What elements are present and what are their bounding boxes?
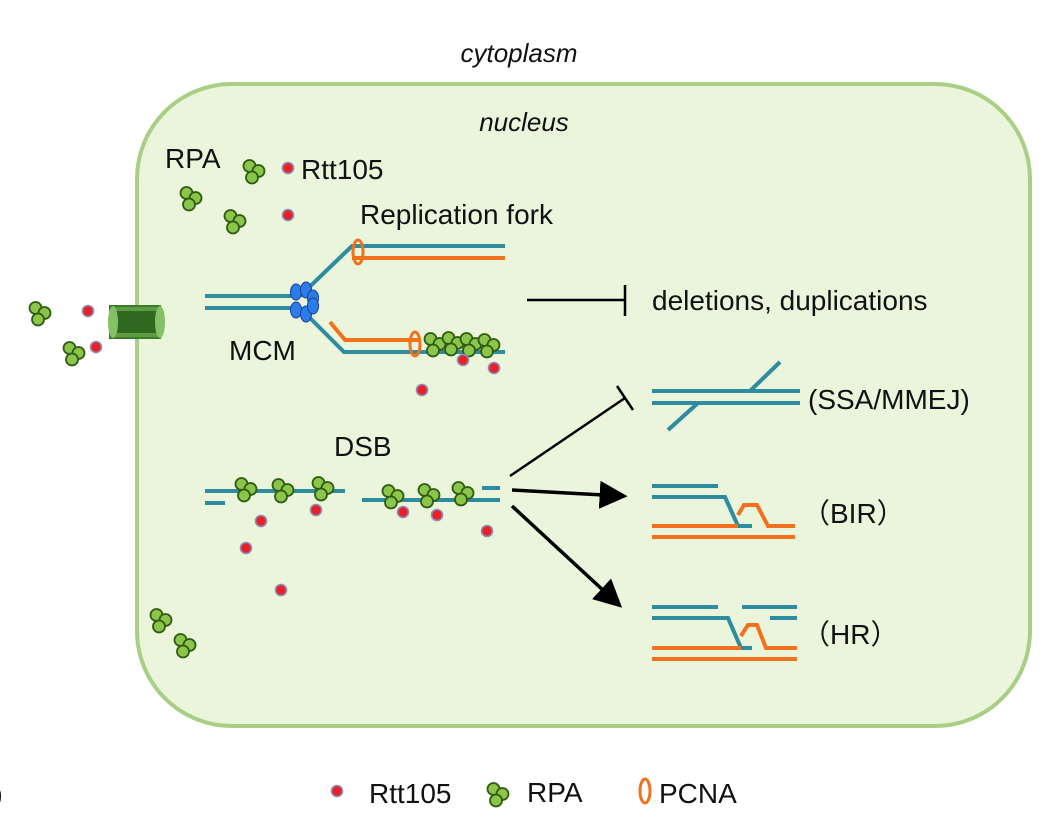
rtt105-free-4 bbox=[274, 583, 288, 597]
bir-product bbox=[652, 484, 795, 539]
rtt105-fork-2 bbox=[487, 361, 501, 375]
legend-pcna-label: PCNA bbox=[659, 778, 737, 809]
rpa-outside-1 bbox=[28, 301, 52, 327]
rtt105-free-2 bbox=[281, 208, 295, 222]
rtt105-outside-1 bbox=[81, 304, 95, 318]
hr-product bbox=[652, 605, 797, 661]
bir-label: （BIR） bbox=[802, 498, 905, 529]
legend-rpa-icon bbox=[486, 782, 510, 808]
rtt105-fork-1 bbox=[456, 353, 470, 367]
rtt105-free-1 bbox=[281, 161, 295, 175]
legend-rpa-label: RPA bbox=[527, 777, 583, 808]
rtt105-fork-3 bbox=[415, 383, 429, 397]
pcna-ring-upper bbox=[351, 238, 365, 266]
rtt105-outside-2 bbox=[89, 340, 103, 354]
ssa-mmej-product bbox=[652, 360, 800, 432]
legend-edge-mark: ) bbox=[0, 779, 3, 809]
hr-label: （HR） bbox=[802, 619, 898, 650]
rtt105-label: Rtt105 bbox=[301, 154, 384, 185]
inhibit-line-ssa bbox=[509, 396, 626, 478]
arrow-to-hr bbox=[510, 504, 623, 608]
legend-pcna-icon bbox=[638, 777, 652, 805]
legend-rtt105-label: Rtt105 bbox=[369, 778, 452, 809]
rpa-label: RPA bbox=[165, 143, 221, 174]
rtt105-dsb-2 bbox=[309, 503, 323, 517]
ssa-mmej-label: (SSA/MMEJ) bbox=[808, 384, 970, 415]
arrow-to-bir bbox=[511, 480, 628, 509]
legend-rtt105-icon bbox=[330, 784, 344, 798]
rtt105-dsb-4 bbox=[430, 508, 444, 522]
inhibit-bar-ssa bbox=[615, 385, 635, 411]
mcm-helicase bbox=[290, 281, 319, 323]
pcna-ring-lower bbox=[408, 330, 422, 358]
rpa-outside-2 bbox=[62, 341, 86, 367]
cytoplasm-label: cytoplasm bbox=[460, 38, 577, 68]
replication-fork-label: Replication fork bbox=[360, 199, 554, 230]
dsb-label: DSB bbox=[334, 431, 392, 462]
rtt105-dsb-3 bbox=[396, 505, 410, 519]
deletions-label: deletions, duplications bbox=[652, 285, 928, 316]
nuclear-pore bbox=[108, 305, 165, 339]
rtt105-dsb-5 bbox=[480, 524, 494, 538]
mcm-label: MCM bbox=[229, 335, 296, 366]
rtt105-free-3 bbox=[239, 541, 253, 555]
rtt105-dsb-1 bbox=[254, 514, 268, 528]
nucleus-label: nucleus bbox=[479, 107, 569, 137]
